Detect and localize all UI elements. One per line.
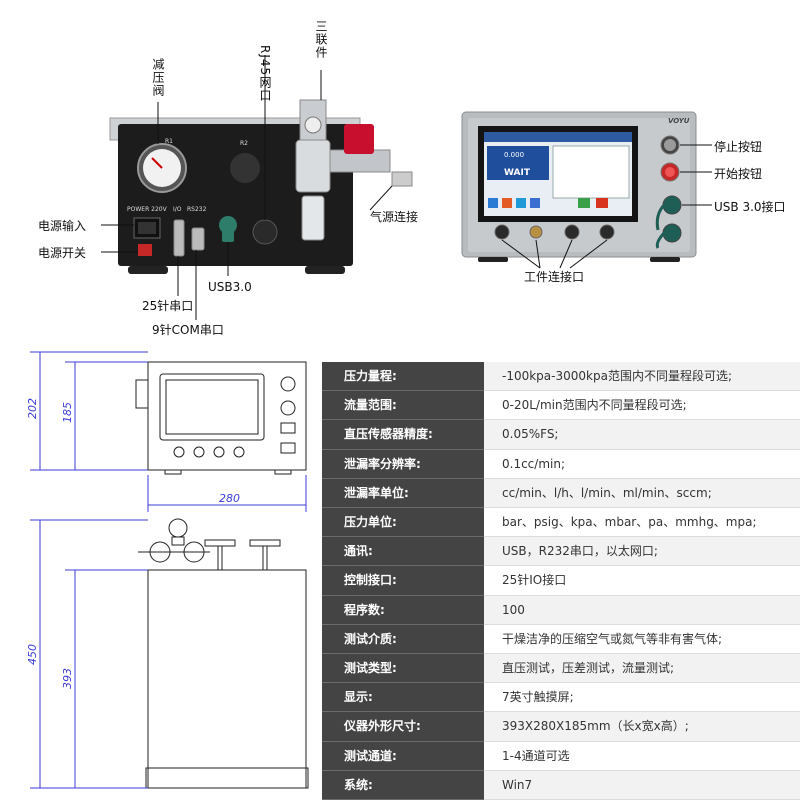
- callout-serial-25: 25针串口: [142, 299, 194, 313]
- spec-row: 仪器外形尺寸:393X280X185mm（长x宽x高）;: [322, 712, 800, 742]
- spec-row: 流量范围:0-20L/min范围内不同量程段可选;: [322, 391, 800, 421]
- spec-label: 系统:: [322, 770, 484, 800]
- callout-stop-button: 停止按钮: [714, 140, 763, 154]
- spec-label: 泄漏率分辨率:: [322, 449, 484, 479]
- callout-air-connection: 气源连接: [370, 210, 419, 224]
- spec-value: 7英寸触摸屏;: [484, 683, 800, 713]
- spec-row: 压力单位:bar、psig、kpa、mbar、pa、mmhg、mpa;: [322, 508, 800, 538]
- callout-start-button: 开始按钮: [714, 167, 763, 181]
- callout-rj45: RJ45网口: [258, 45, 272, 103]
- spec-row: 控制接口:25针IO接口: [322, 566, 800, 596]
- spec-value: Win7: [484, 770, 800, 800]
- spec-label: 控制接口:: [322, 566, 484, 596]
- spec-label: 通讯:: [322, 537, 484, 567]
- spec-value: 0.1cc/min;: [484, 449, 800, 479]
- spec-row: 程序数:100: [322, 595, 800, 625]
- callout-pressure-reducer: 减压阀: [151, 58, 165, 97]
- spec-row: 压力量程:-100kpa-3000kpa范围内不同量程段可选;: [322, 362, 800, 392]
- spec-label: 测试介质:: [322, 624, 484, 654]
- spec-row: 泄漏率单位:cc/min、l/h、l/min、ml/min、sccm;: [322, 478, 800, 508]
- screen-status: WAIT: [504, 168, 530, 178]
- dim-height-body: 185: [61, 402, 74, 423]
- callout-power-switch: 电源开关: [38, 246, 87, 260]
- spec-label: 显示:: [322, 683, 484, 713]
- spec-row: 测试通道:1-4通道可选: [322, 741, 800, 771]
- spec-value: 100: [484, 595, 800, 625]
- spec-table: 压力量程:-100kpa-3000kpa范围内不同量程段可选;流量范围:0-20…: [322, 362, 800, 800]
- callout-usb30-port: USB 3.0接口: [714, 200, 786, 214]
- spec-value: 1-4通道可选: [484, 741, 800, 771]
- spec-row: 测试类型:直压测试，压差测试，流量测试;: [322, 654, 800, 684]
- spec-label: 测试通道:: [322, 741, 484, 771]
- screen-value: 0.000: [504, 151, 525, 159]
- spec-value: 直压测试，压差测试，流量测试;: [484, 654, 800, 684]
- dim-depth-body: 393: [61, 668, 74, 689]
- spec-value: 0-20L/min范围内不同量程段可选;: [484, 391, 800, 421]
- spec-value: 393X280X185mm（长x宽x高）;: [484, 712, 800, 742]
- spec-label: 压力单位:: [322, 508, 484, 538]
- spec-label: 程序数:: [322, 595, 484, 625]
- spec-label: 泄漏率单位:: [322, 478, 484, 508]
- spec-value: 干燥洁净的压缩空气或氮气等非有害气体;: [484, 624, 800, 654]
- label-rs232: RS232: [187, 206, 207, 213]
- spec-label: 流量范围:: [322, 391, 484, 421]
- label-power-220v: POWER 220V: [127, 206, 167, 213]
- spec-row: 通讯:USB，R232串口，以太网口;: [322, 537, 800, 567]
- spec-value: cc/min、l/h、l/min、ml/min、sccm;: [484, 478, 800, 508]
- callout-power-input: 电源输入: [38, 219, 87, 233]
- spec-label: 测试类型:: [322, 654, 484, 684]
- spec-value: 0.05%FS;: [484, 420, 800, 450]
- spec-row: 系统:Win7: [322, 770, 800, 800]
- device-brand: VOYU: [668, 117, 690, 125]
- spec-label: 直压传感器精度:: [322, 420, 484, 450]
- dim-height-total: 202: [26, 398, 39, 419]
- spec-label: 仪器外形尺寸:: [322, 712, 484, 742]
- spec-value: bar、psig、kpa、mbar、pa、mmhg、mpa;: [484, 508, 800, 538]
- spec-label: 压力量程:: [322, 362, 484, 392]
- label-r1: R1: [165, 138, 173, 145]
- spec-value: 25针IO接口: [484, 566, 800, 596]
- spec-row: 测试介质:干燥洁净的压缩空气或氮气等非有害气体;: [322, 624, 800, 654]
- dim-width: 280: [219, 492, 240, 505]
- spec-row: 显示:7英寸触摸屏;: [322, 683, 800, 713]
- spec-row: 直压传感器精度:0.05%FS;: [322, 420, 800, 450]
- spec-value: -100kpa-3000kpa范围内不同量程段可选;: [484, 362, 800, 392]
- label-io: I/O: [173, 206, 182, 213]
- label-r2: R2: [240, 140, 248, 147]
- callout-usb30: USB3.0: [208, 280, 252, 294]
- spec-row: 泄漏率分辨率:0.1cc/min;: [322, 449, 800, 479]
- callout-triplex: 三联件: [314, 20, 328, 59]
- callout-workpiece-port: 工件连接口: [524, 270, 585, 284]
- spec-value: USB，R232串口，以太网口;: [484, 537, 800, 567]
- callout-com-9: 9针COM串口: [152, 323, 224, 337]
- dim-depth-total: 450: [26, 644, 39, 665]
